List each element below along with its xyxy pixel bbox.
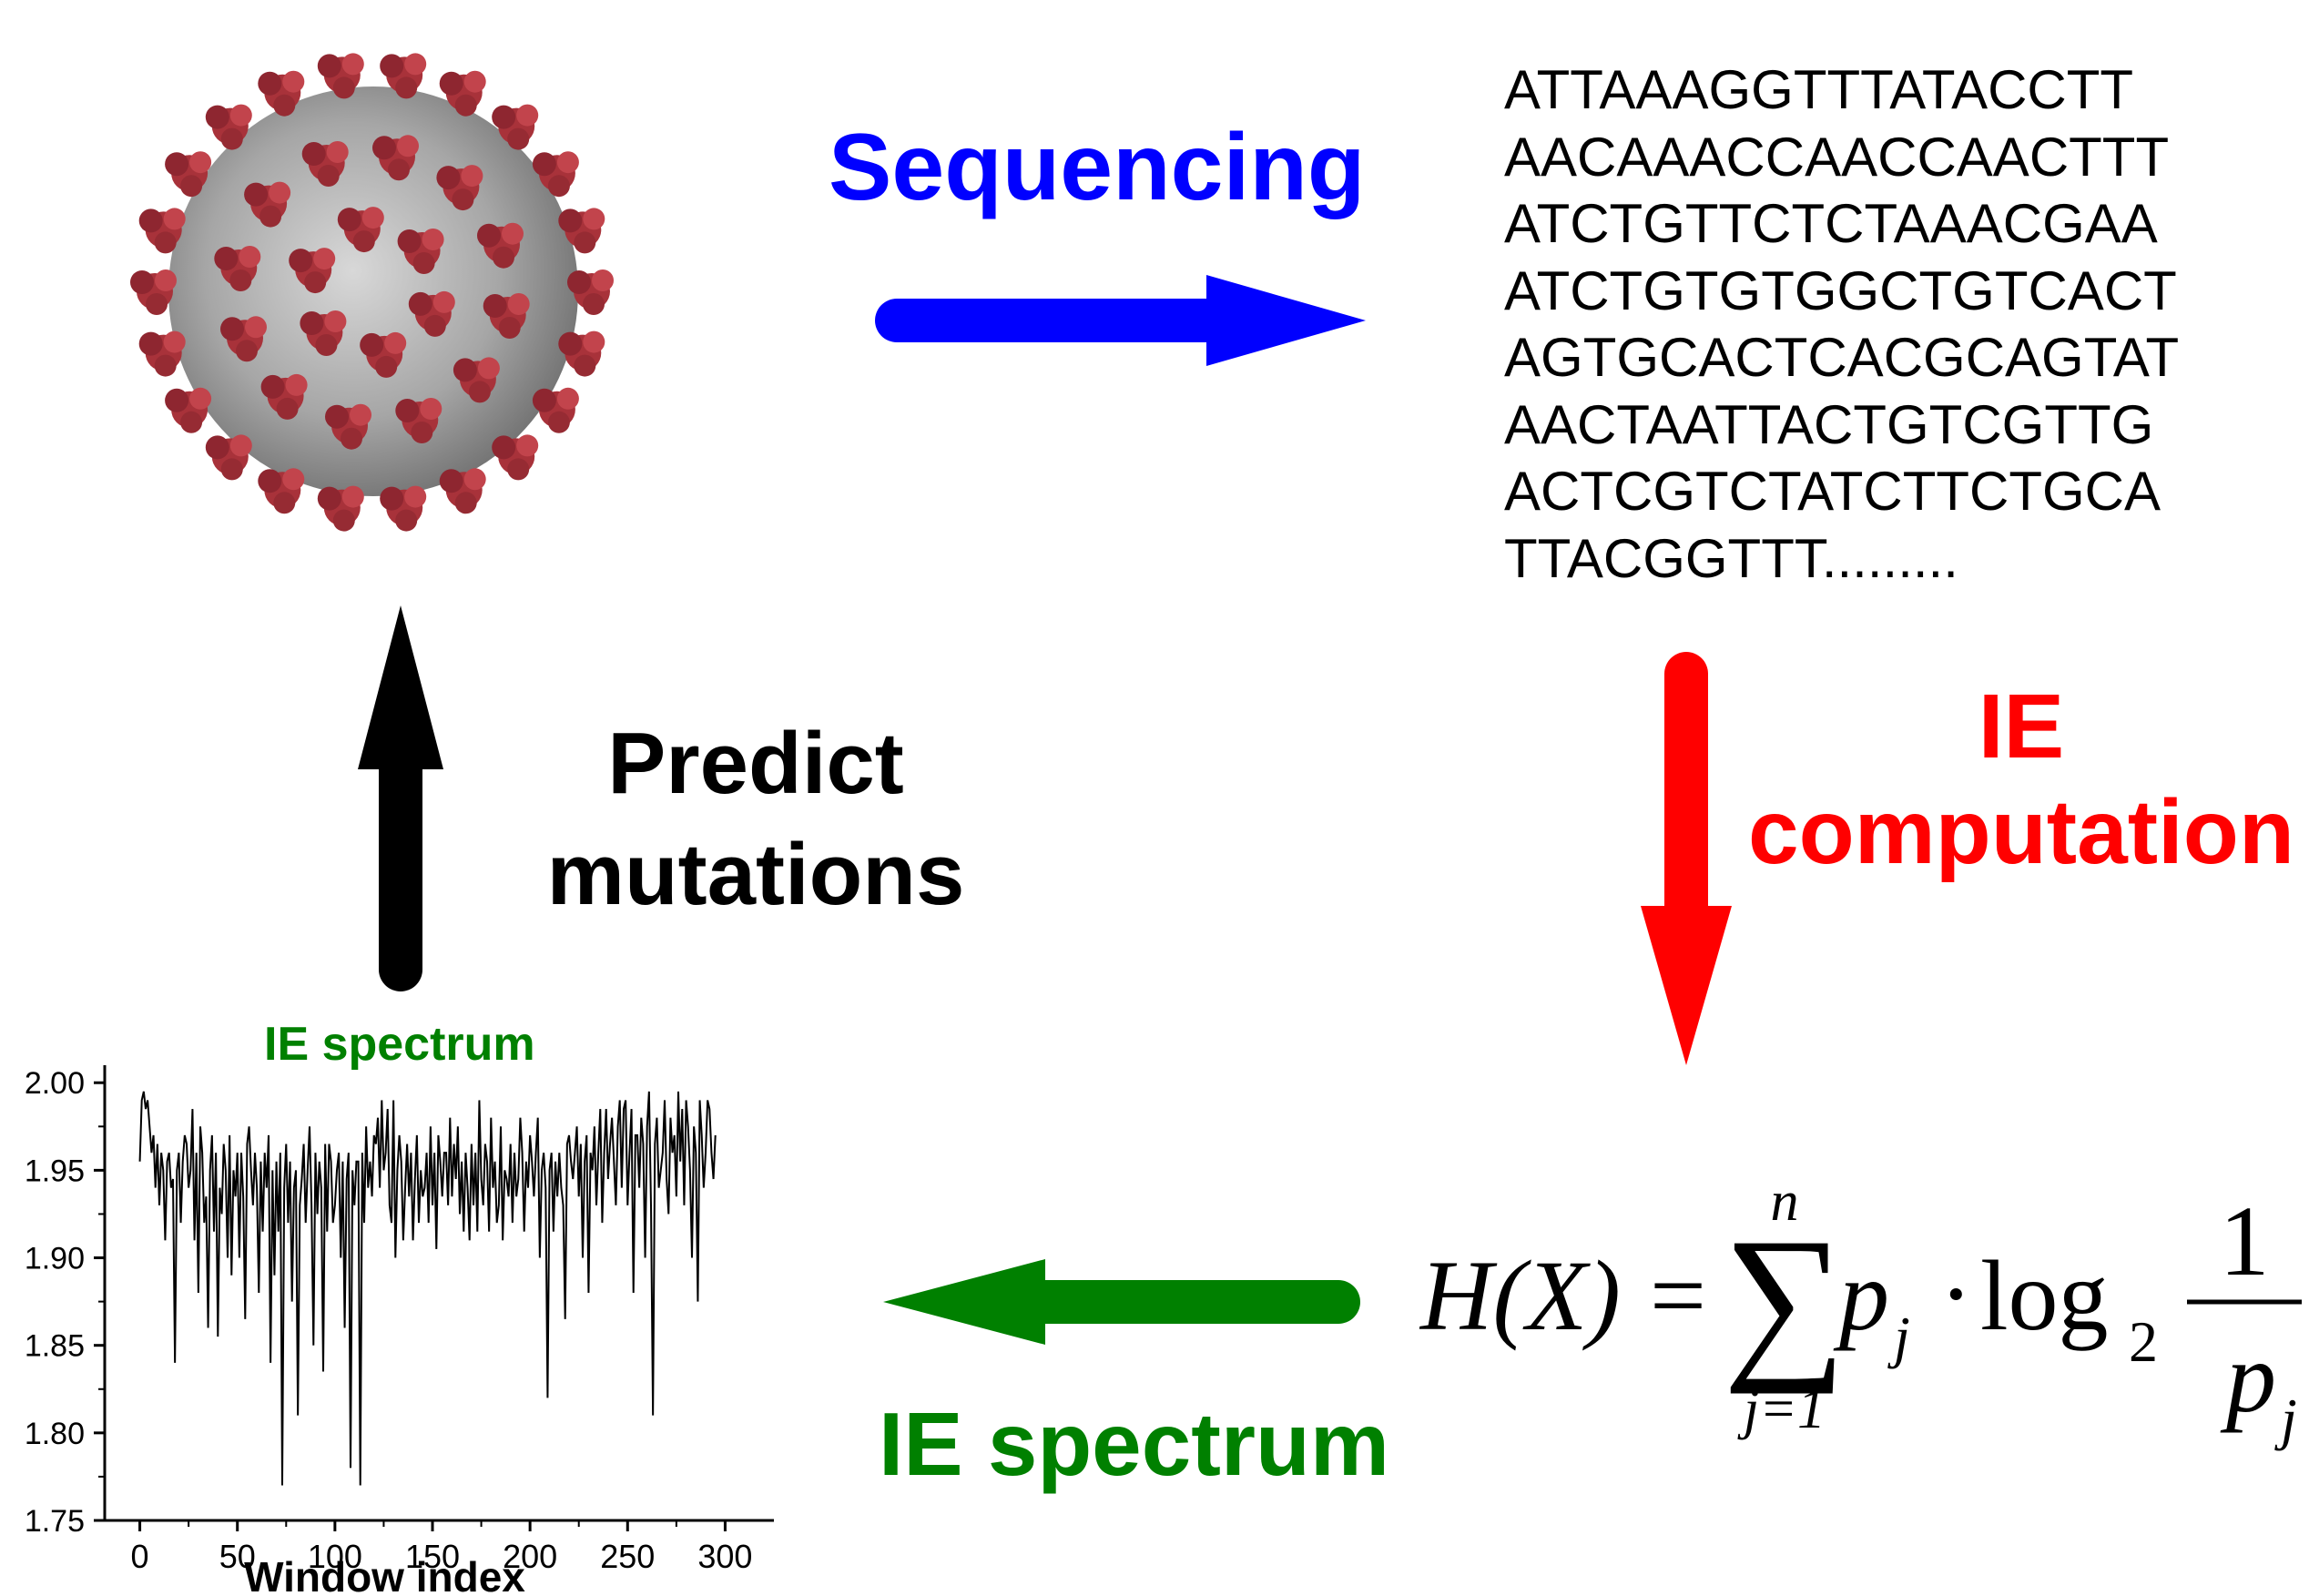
predict-mutations-label: Predict mutations [473,708,1038,930]
y-tick-label: 1.75 [25,1504,85,1539]
dna-sequence: ATTAAAGGTTTATACCTT AACAAACCAACCAACTTT AT… [1504,56,2179,592]
x-tick-label: 300 [697,1538,752,1575]
x-tick-label: 100 [308,1538,362,1575]
entropy-formula: H(X) = n ∑ j=1 p j · log 2 1 p j [1419,1174,2302,1451]
formula-denominator-sub: j [2274,1387,2297,1451]
virus-spike [138,330,186,377]
ie-computation-line2: computation [1748,781,2294,883]
chart-title: IE spectrum [264,1018,535,1071]
y-tick-label: 1.85 [25,1329,85,1364]
y-tick-label: 1.95 [25,1154,85,1188]
sequence-line: ACTCGTCTATCTTCTGCA [1504,461,2162,522]
x-axis-label: Window index [244,1553,525,1593]
formula-sum-upper: n [1771,1174,1799,1233]
predict-mutations-arrow [358,605,443,991]
virus-spike [492,434,539,481]
formula-dot: · [1939,1238,1973,1349]
y-tick-label: 1.80 [25,1417,85,1451]
sequence-line: ATCTGTTCTCTAAACGAA [1504,193,2158,254]
formula-sum-lower: j=1 [1737,1378,1826,1440]
series-line [138,1091,717,1486]
virus-spike [165,387,212,433]
ie-spectrum-arrow [883,1259,1360,1345]
virus-spike [258,468,305,514]
ie-spectrum-label: IE spectrum [879,1394,1389,1494]
sequence-line: ATTAAAGGTTTATACCTT [1504,59,2134,120]
virus-spike [380,485,427,532]
formula-log: log [1980,1240,2109,1351]
formula-numerator: 1 [2220,1185,2270,1296]
virus-spike [317,485,364,532]
sequencing-label: Sequencing [829,115,1366,220]
virus-spike [439,468,486,514]
ie-computation-arrow [1641,652,1732,1065]
y-tick-label: 1.90 [25,1242,85,1276]
ie-computation-label: IE computation [1730,674,2309,885]
x-tick-label: 0 [131,1538,149,1575]
sequence-line: AACTAATTACTGTCGTTG [1504,393,2154,455]
ie-spectrum-chart: 0 50 100 150 200 250 300 1.75 1.80 1.85 1.90 1.95 2.… [25,1065,774,1593]
formula-p-sub: j [1887,1305,1910,1369]
ie-computation-line1: IE [1978,676,2065,778]
y-tick-label: 2.00 [25,1066,85,1101]
sequence-line: ATCTGTGTGGCTGTCACT [1504,259,2177,321]
sequencing-arrow [875,275,1366,366]
formula-lhs: H(X) [1419,1240,1621,1351]
sequence-line: AGTGCACTCACGCAGTAT [1504,327,2180,388]
sum-icon: ∑ [1723,1204,1846,1395]
predict-line2: mutations [546,826,965,923]
formula-denominator-p: p [2220,1322,2276,1433]
x-tick-label: 150 [405,1538,460,1575]
x-tick-label: 250 [600,1538,655,1575]
sequence-line: AACAAACCAACCAACTTT [1504,126,2170,188]
virus-spike [558,330,605,377]
predict-line1: Predict [607,715,904,812]
sequence-line: TTACGGTTT......... [1504,527,1958,589]
formula-p: p [1833,1240,1889,1351]
virus-icon [130,53,614,532]
x-tick-label: 50 [219,1538,256,1575]
formula-equals: = [1650,1240,1706,1351]
x-tick-label: 200 [503,1538,557,1575]
formula-log-base: 2 [2129,1309,2158,1374]
virus-spike [205,434,252,481]
virus-spike [532,387,579,433]
